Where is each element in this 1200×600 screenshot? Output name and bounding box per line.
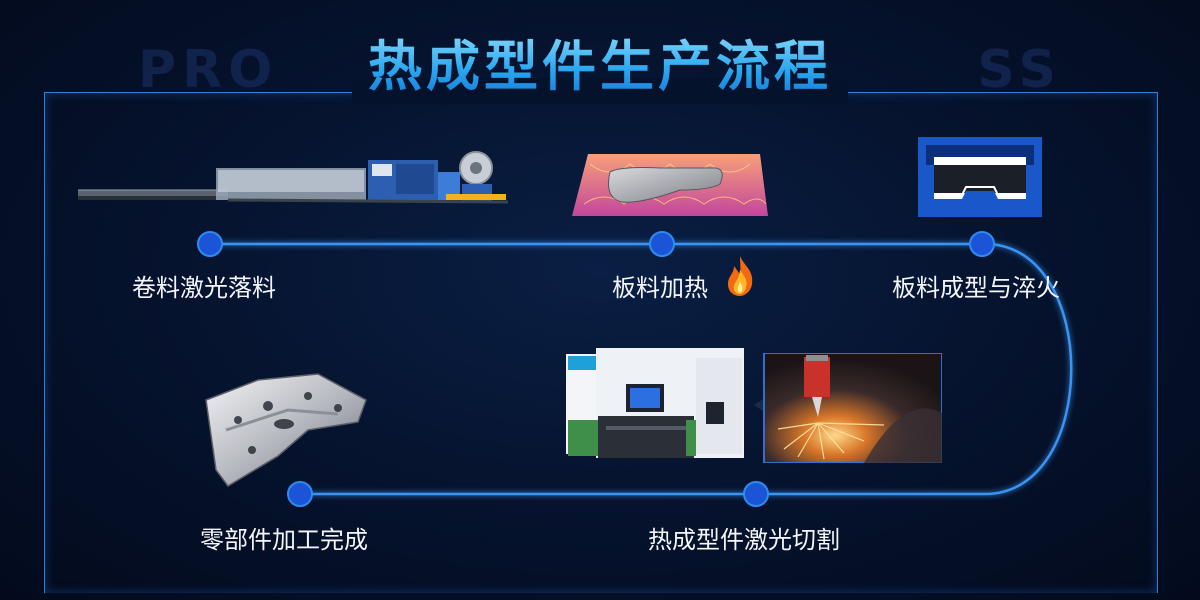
step-label-5: 零部件加工完成	[200, 526, 368, 554]
step-label-2: 板料加热	[612, 274, 708, 302]
laser-cutting-machine-illustration	[566, 348, 744, 458]
step-node-4	[743, 481, 769, 507]
step-label-4: 热成型件激光切割	[648, 526, 840, 554]
step-label-3: 板料成型与淬火	[892, 274, 1060, 302]
step-node-5	[287, 481, 313, 507]
step-node-2	[649, 231, 675, 257]
laser-sparks-photo	[754, 353, 942, 463]
step-label-1: 卷料激光落料	[132, 274, 276, 302]
coil-blanking-line-illustration	[78, 151, 509, 204]
title-backdrop	[352, 78, 848, 104]
step-node-3	[969, 231, 995, 257]
finished-part-illustration	[205, 373, 367, 487]
heated-blank-illustration	[572, 154, 768, 216]
fire-icon	[728, 256, 753, 296]
step-node-1	[197, 231, 223, 257]
page-title: 热成型件生产流程	[0, 22, 1200, 101]
forming-die-illustration	[918, 137, 1042, 217]
